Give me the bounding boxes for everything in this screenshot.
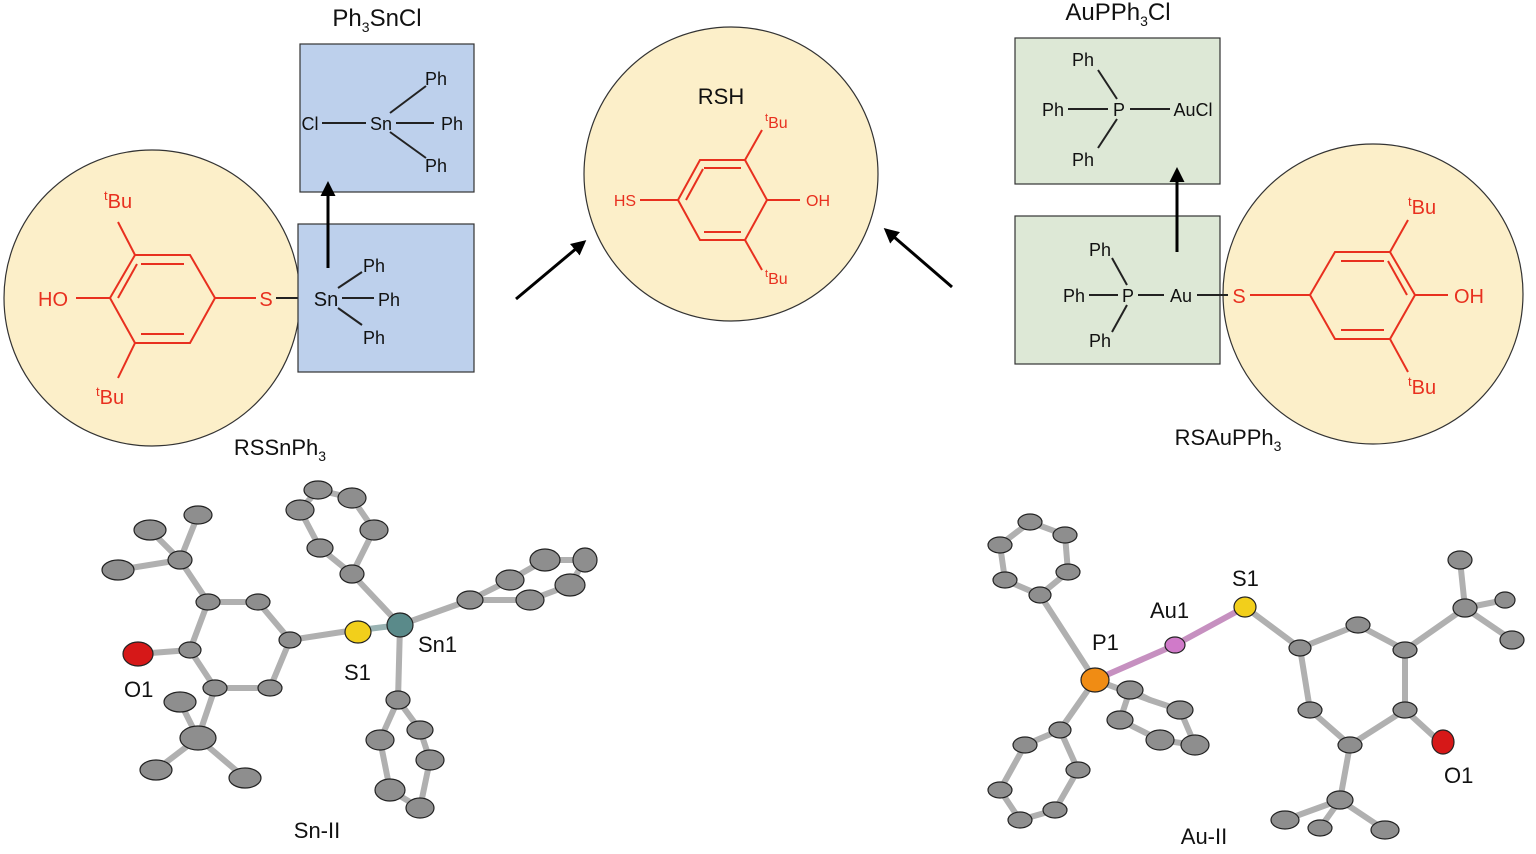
tin-reagent-sn: Sn xyxy=(370,114,392,134)
right-phenol-oh: OH xyxy=(1454,286,1484,308)
tin-reagent-title: Ph3SnCl xyxy=(332,5,421,35)
gold-crystal-au1: Au1 xyxy=(1150,598,1189,623)
right-phenol-tbu-bottom: tBu xyxy=(1408,374,1436,399)
tin-crystal-label: Sn-II xyxy=(294,818,340,843)
left-phenol-tbu-bottom: tBu xyxy=(96,384,124,409)
gold-complex-ph-bottom: Ph xyxy=(1089,331,1111,351)
tin-complex-ph-bottom: Ph xyxy=(363,328,385,348)
gold-reagent-p: P xyxy=(1113,100,1125,120)
tin-reagent-box: Cl Sn Ph Ph Ph xyxy=(299,43,475,193)
gold-complex-ph-left: Ph xyxy=(1063,286,1085,306)
gold-complex-au: Au xyxy=(1170,286,1192,306)
gold-complex-p: P xyxy=(1122,286,1134,306)
tin-reagent-ph-top: Ph xyxy=(425,69,447,89)
gold-reagent-ph-left: Ph xyxy=(1042,100,1064,120)
tin-complex-box: Sn Ph Ph Ph xyxy=(297,223,475,373)
left-phenol-ho: HO xyxy=(38,289,68,311)
gold-crystal-s1: S1 xyxy=(1232,566,1259,591)
right-phenol-s: S xyxy=(1232,286,1245,308)
center-phenol-tbu-bottom: tBu xyxy=(765,268,788,288)
center-phenol-hs: HS xyxy=(614,193,636,210)
center-phenol-group: RSH HS OH tBu tBu xyxy=(583,26,879,322)
left-phenol-group: HO S tBu tBu xyxy=(3,149,312,447)
gold-reagent-ph-bottom: Ph xyxy=(1072,150,1094,170)
left-phenol-tbu-top: tBu xyxy=(104,188,132,213)
gold-reagent-ph-top: Ph xyxy=(1072,50,1094,70)
tin-compound-label: RSSnPh3 xyxy=(234,435,326,464)
tin-complex-ph-top: Ph xyxy=(363,256,385,276)
gold-complex-box: Ph Ph P Au Ph xyxy=(1014,215,1228,365)
right-to-center-arrow xyxy=(883,228,953,289)
tin-complex-ph-right: Ph xyxy=(378,290,400,310)
gold-crystal-p1: P1 xyxy=(1092,630,1119,655)
right-phenol-group: S OH tBu tBu xyxy=(1222,143,1524,445)
gold-crystal-o1: O1 xyxy=(1444,763,1473,788)
tin-crystal-o1: O1 xyxy=(124,677,153,702)
left-to-center-arrow xyxy=(515,240,587,301)
left-phenol-s: S xyxy=(259,289,272,311)
right-phenol-tbu-top: tBu xyxy=(1408,194,1436,219)
center-title: RSH xyxy=(698,84,744,109)
tin-reagent-ph-bottom: Ph xyxy=(425,156,447,176)
center-phenol-oh: OH xyxy=(806,193,830,210)
gold-reagent-aucl: AuCl xyxy=(1173,100,1212,120)
tin-crystal-sn1: Sn1 xyxy=(418,632,457,657)
gold-compound-label: RSAuPPh3 xyxy=(1175,425,1282,454)
tin-reagent-cl: Cl xyxy=(302,114,319,134)
gold-reagent-box: Ph Ph P AuCl Ph xyxy=(1014,37,1221,185)
tin-reagent-ph-right: Ph xyxy=(441,114,463,134)
gold-reagent-title: AuPPh3Cl xyxy=(1065,0,1170,29)
gold-crystal-structure: S1 Au1 P1 O1 Au-II xyxy=(987,513,1525,849)
center-phenol-tbu-top: tBu xyxy=(765,112,788,132)
tin-crystal-structure: O1 S1 Sn1 Sn-II xyxy=(101,480,598,843)
gold-complex-ph-top: Ph xyxy=(1089,240,1111,260)
tin-complex-sn: Sn xyxy=(314,289,338,311)
tin-crystal-s1: S1 xyxy=(344,660,371,685)
gold-crystal-label: Au-II xyxy=(1181,824,1227,849)
